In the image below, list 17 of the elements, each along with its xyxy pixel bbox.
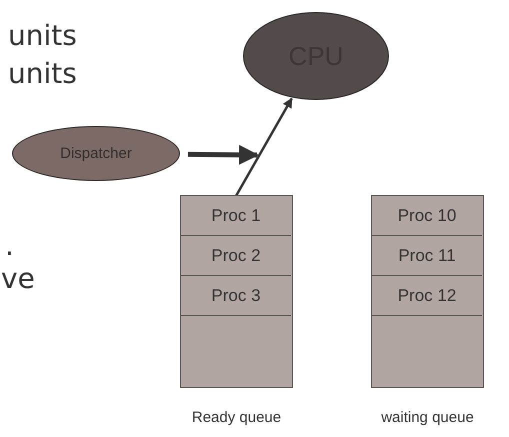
slide-text-fragment: . [5,232,14,260]
queue-caption: Ready queue [192,409,282,426]
slide-text-fragment: units [8,22,77,50]
node-label: Proc 10 [398,206,456,226]
node-label: Proc 2 [211,246,261,266]
node-label: Dispatcher [60,145,132,162]
node-label: Proc 12 [398,286,456,306]
node-label: Proc 11 [398,246,456,266]
queue-caption: waiting queue [381,409,474,426]
ready-queue-stack [180,195,293,388]
waiting-queue-stack [371,195,484,388]
slide-text-fragment: ve [1,265,35,293]
node-label: Proc 1 [211,206,261,226]
slide-text-fragment: units [8,60,77,88]
node-label: Proc 3 [211,286,261,306]
arrow [234,98,293,197]
arrow [188,144,259,165]
